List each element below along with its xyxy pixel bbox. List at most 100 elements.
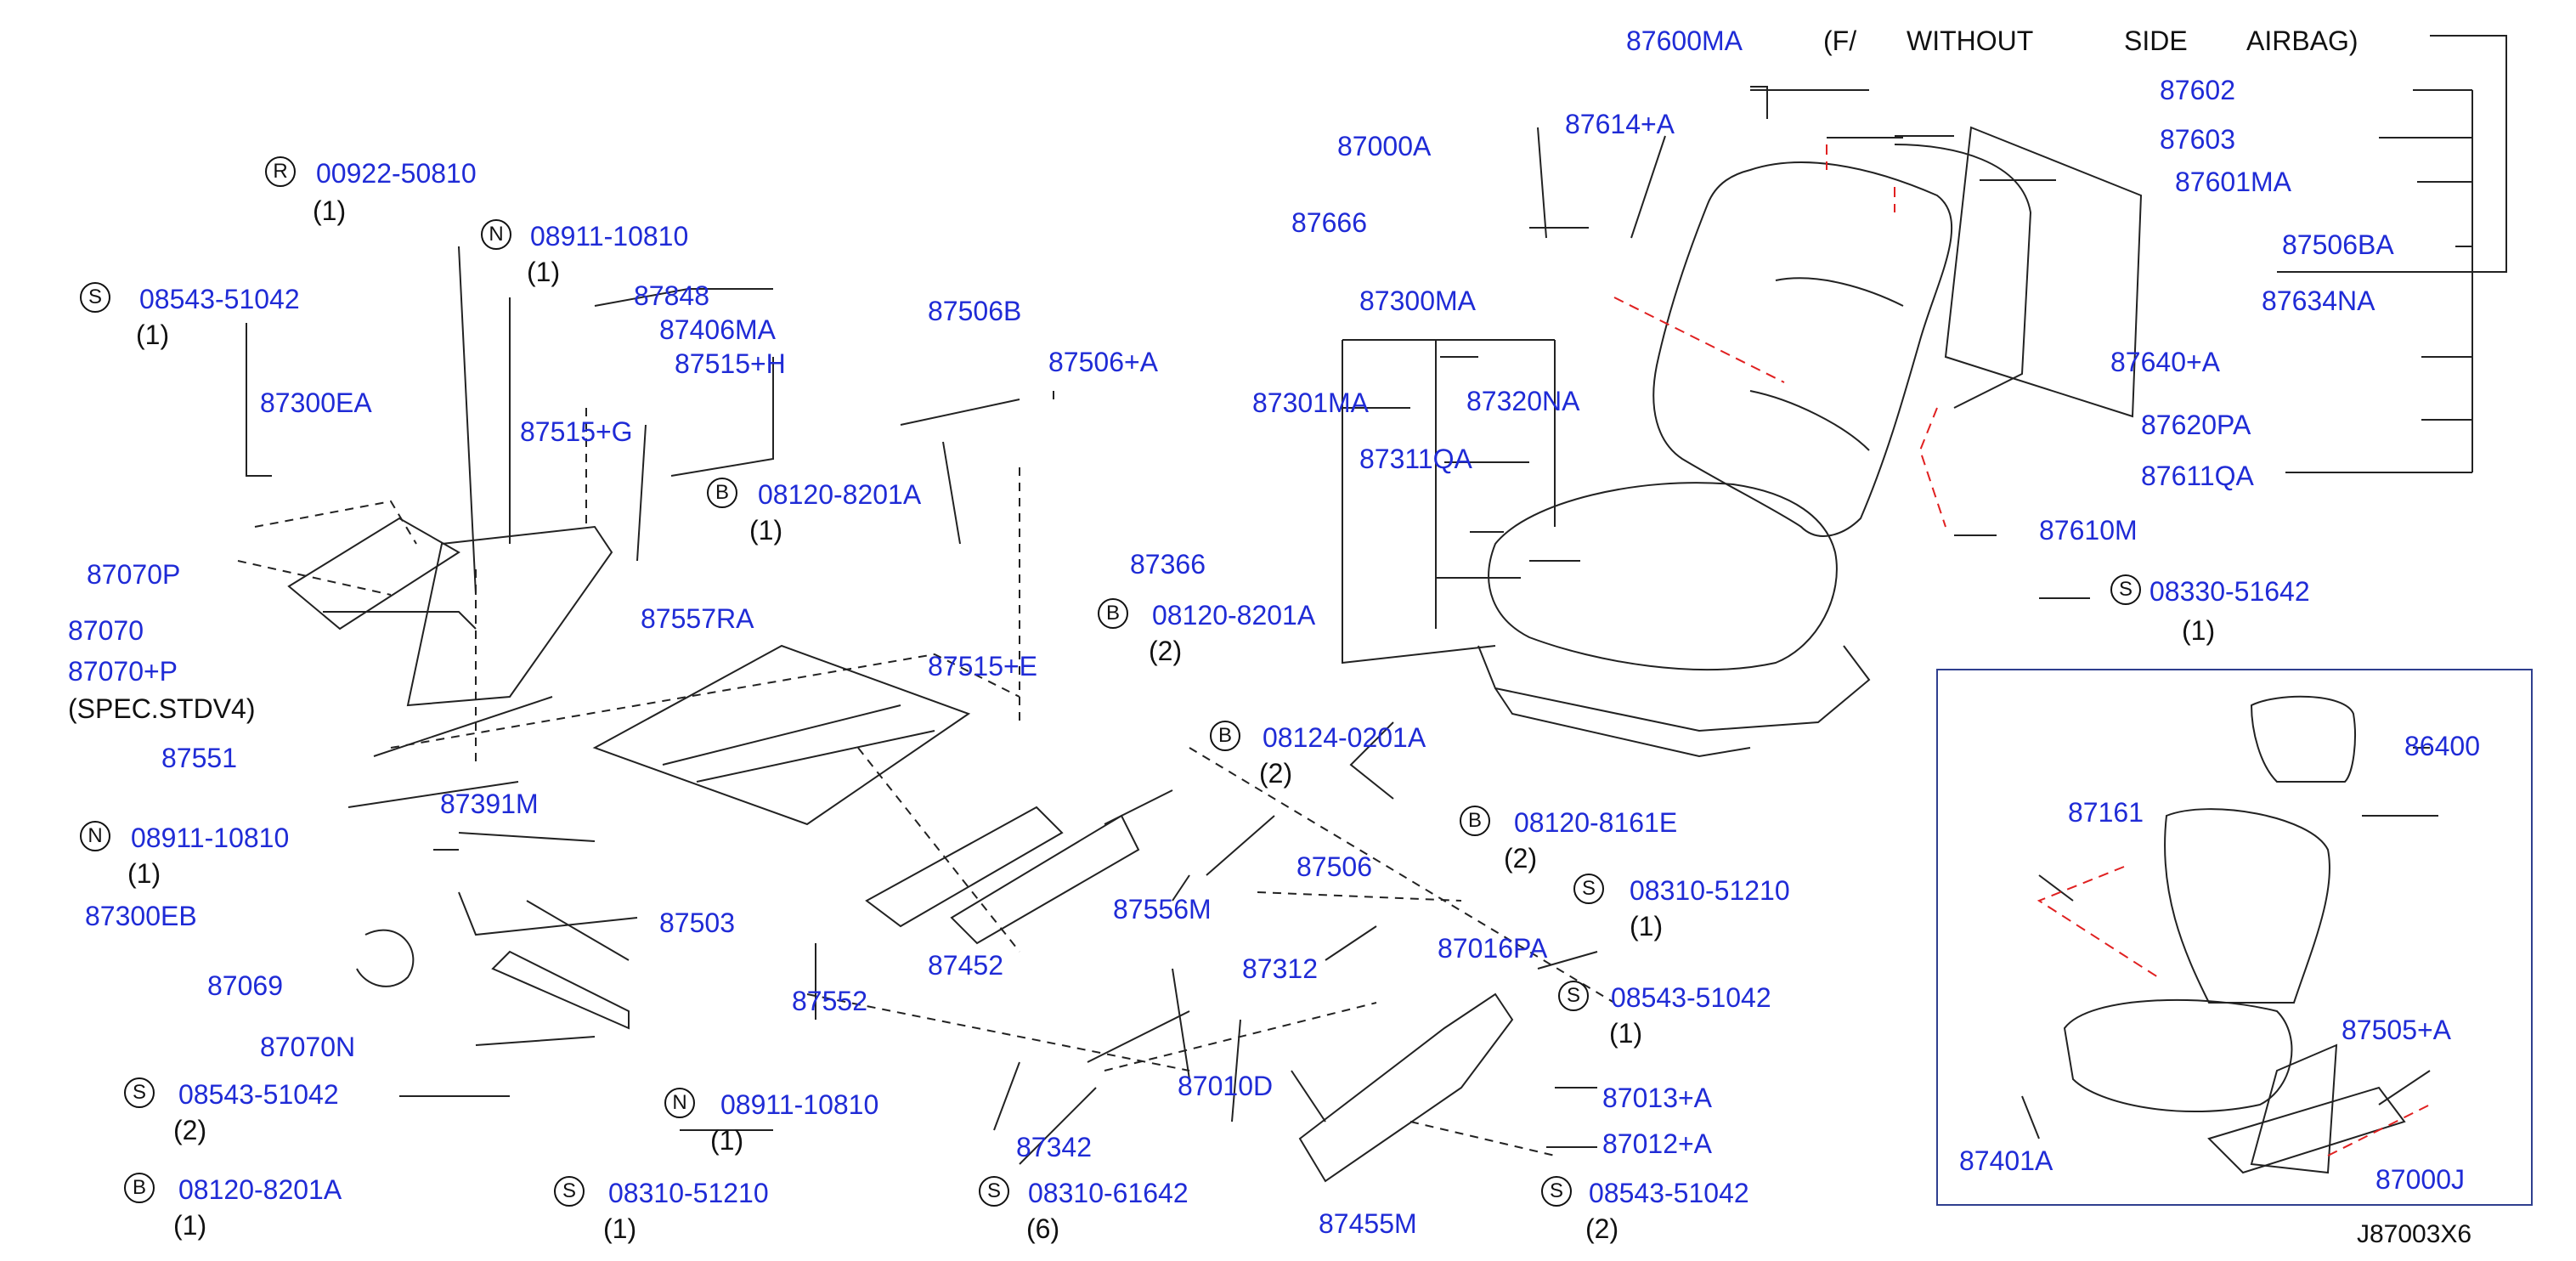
part-08911-10810-c[interactable]: 08911-10810 (720, 1089, 879, 1120)
part-08310-61642[interactable]: 08310-61642 (1028, 1178, 1189, 1208)
part-08911-10810-a[interactable]: 08911-10810 (530, 221, 689, 252)
part-08310-51210-a[interactable]: 08310-51210 (1630, 875, 1790, 906)
part-87505A[interactable]: 87505+A (2342, 1015, 2452, 1045)
part-87503[interactable]: 87503 (659, 908, 735, 938)
part-87551[interactable]: 87551 (161, 743, 237, 773)
part-87610M[interactable]: 87610M (2039, 515, 2138, 546)
part-87300MA[interactable]: 87300MA (1359, 286, 1476, 316)
part-08120-8201A-b[interactable]: 08120-8201A (1152, 600, 1316, 630)
part-87666[interactable]: 87666 (1291, 207, 1367, 238)
note-side: SIDE (2124, 25, 2188, 56)
note-airbag: AIRBAG) (2246, 25, 2359, 56)
part-87391M[interactable]: 87391M (440, 789, 539, 819)
part-08120-8161E[interactable]: 08120-8161E (1514, 807, 1678, 838)
part-87070N[interactable]: 87070N (260, 1032, 356, 1062)
part-87506BA[interactable]: 87506BA (2282, 229, 2394, 260)
part-87634NA[interactable]: 87634NA (2262, 286, 2375, 316)
part-08330-51642[interactable]: 08330-51642 (2149, 576, 2310, 607)
part-08911-10810-b[interactable]: 08911-10810 (131, 823, 290, 853)
qty-08911-10810-a: (1) (527, 257, 561, 287)
part-87603[interactable]: 87603 (2160, 124, 2235, 155)
prefix-B-08120-8201A-c: B (124, 1173, 155, 1203)
part-87515G[interactable]: 87515+G (520, 416, 633, 447)
prefix-B-08120-8201A-a: B (707, 478, 737, 508)
part-08543-51042-d[interactable]: 08543-51042 (1589, 1178, 1749, 1208)
part-87848[interactable]: 87848 (634, 280, 709, 311)
part-87600MA[interactable]: 87600MA (1626, 25, 1743, 56)
part-87506A[interactable]: 87506+A (1048, 347, 1159, 377)
exploded-drawing (237, 35, 2533, 1206)
seatback-frame-outline (1944, 126, 2143, 418)
part-87455M[interactable]: 87455M (1319, 1208, 1417, 1239)
note-spec: (SPEC.STDV4) (68, 693, 256, 724)
qty-08310-51210-a: (1) (1630, 911, 1664, 942)
part-87406MA[interactable]: 87406MA (659, 314, 776, 345)
part-87601MA[interactable]: 87601MA (2175, 167, 2291, 197)
inset-seat-back (2164, 808, 2330, 1004)
part-08124-0201A[interactable]: 08124-0201A (1263, 722, 1426, 753)
part-87515E[interactable]: 87515+E (928, 651, 1038, 681)
qty-08120-8161E: (2) (1504, 843, 1538, 874)
part-87320NA[interactable]: 87320NA (1466, 386, 1580, 416)
seat-slide-rail (406, 525, 613, 707)
part-87070[interactable]: 87070 (68, 615, 144, 646)
qty-08911-10810-b: (1) (127, 858, 161, 889)
qty-08330-51642: (1) (2182, 615, 2216, 646)
part-87000A[interactable]: 87000A (1337, 131, 1432, 161)
prefix-S-08543-51042-b: S (1558, 981, 1589, 1011)
part-87452[interactable]: 87452 (928, 950, 1003, 981)
part-87602[interactable]: 87602 (2160, 75, 2235, 105)
part-08543-51042-c[interactable]: 08543-51042 (178, 1079, 339, 1110)
group-bracket-87600MA (2277, 35, 2507, 273)
prefix-B-08120-8161E: B (1460, 806, 1490, 836)
part-87342[interactable]: 87342 (1016, 1132, 1092, 1162)
part-87556M[interactable]: 87556M (1113, 894, 1212, 925)
part-86400[interactable]: 86400 (2404, 731, 2480, 761)
part-87557RA[interactable]: 87557RA (641, 603, 754, 634)
part-08543-51042-a[interactable]: 08543-51042 (139, 284, 300, 314)
part-87620PA[interactable]: 87620PA (2141, 410, 2251, 440)
part-87552[interactable]: 87552 (792, 986, 867, 1016)
part-87300EB[interactable]: 87300EB (85, 901, 197, 931)
part-87069[interactable]: 87069 (207, 970, 283, 1001)
part-87506B[interactable]: 87506B (928, 296, 1022, 326)
qty-08543-51042-b: (1) (1609, 1018, 1643, 1049)
part-87311QA[interactable]: 87311QA (1359, 444, 1472, 474)
part-87401A[interactable]: 87401A (1959, 1145, 2053, 1176)
qty-08120-8201A-a: (1) (749, 515, 783, 546)
part-87000J[interactable]: 87000J (2375, 1164, 2465, 1195)
part-87070P[interactable]: 87070P (87, 559, 181, 590)
prefix-S-08330-51642: S (2110, 574, 2141, 605)
part-87300EA[interactable]: 87300EA (260, 387, 372, 418)
prefix-N-08911-10810-b: N (80, 821, 110, 851)
part-87016PA[interactable]: 87016PA (1438, 933, 1548, 964)
part-87070-plus-P[interactable]: 87070+P (68, 656, 178, 687)
part-87611QA[interactable]: 87611QA (2141, 461, 2254, 491)
part-87640A[interactable]: 87640+A (2110, 347, 2221, 377)
part-08120-8201A-c[interactable]: 08120-8201A (178, 1174, 342, 1205)
seat-pan-plate (592, 644, 971, 826)
part-87366[interactable]: 87366 (1130, 549, 1206, 580)
part-87312[interactable]: 87312 (1242, 953, 1318, 984)
part-87012A[interactable]: 87012+A (1602, 1128, 1713, 1159)
prefix-S-08310-51210-b: S (554, 1176, 585, 1207)
part-87515H[interactable]: 87515+H (675, 348, 786, 379)
qty-08543-51042-a: (1) (136, 319, 170, 350)
qty-08310-61642: (6) (1026, 1213, 1060, 1244)
part-87161[interactable]: 87161 (2068, 797, 2144, 828)
part-00922-50810[interactable]: 00922-50810 (316, 158, 477, 189)
part-87013A[interactable]: 87013+A (1602, 1083, 1713, 1113)
prefix-N-08911-10810-c: N (664, 1088, 695, 1118)
part-08120-8201A-a[interactable]: 08120-8201A (758, 479, 922, 510)
inset-seat-cushion (2063, 998, 2293, 1112)
part-08543-51042-b[interactable]: 08543-51042 (1611, 982, 1771, 1013)
prefix-S-08310-61642: S (979, 1176, 1009, 1207)
part-87614A[interactable]: 87614+A (1565, 109, 1675, 139)
red-dashed-guides (1613, 144, 2431, 1156)
part-87010D[interactable]: 87010D (1178, 1071, 1274, 1101)
qty-08120-8201A-c: (1) (173, 1210, 207, 1241)
part-87301MA[interactable]: 87301MA (1252, 387, 1369, 418)
part-08310-51210-b[interactable]: 08310-51210 (608, 1178, 769, 1208)
part-87506[interactable]: 87506 (1296, 851, 1372, 882)
